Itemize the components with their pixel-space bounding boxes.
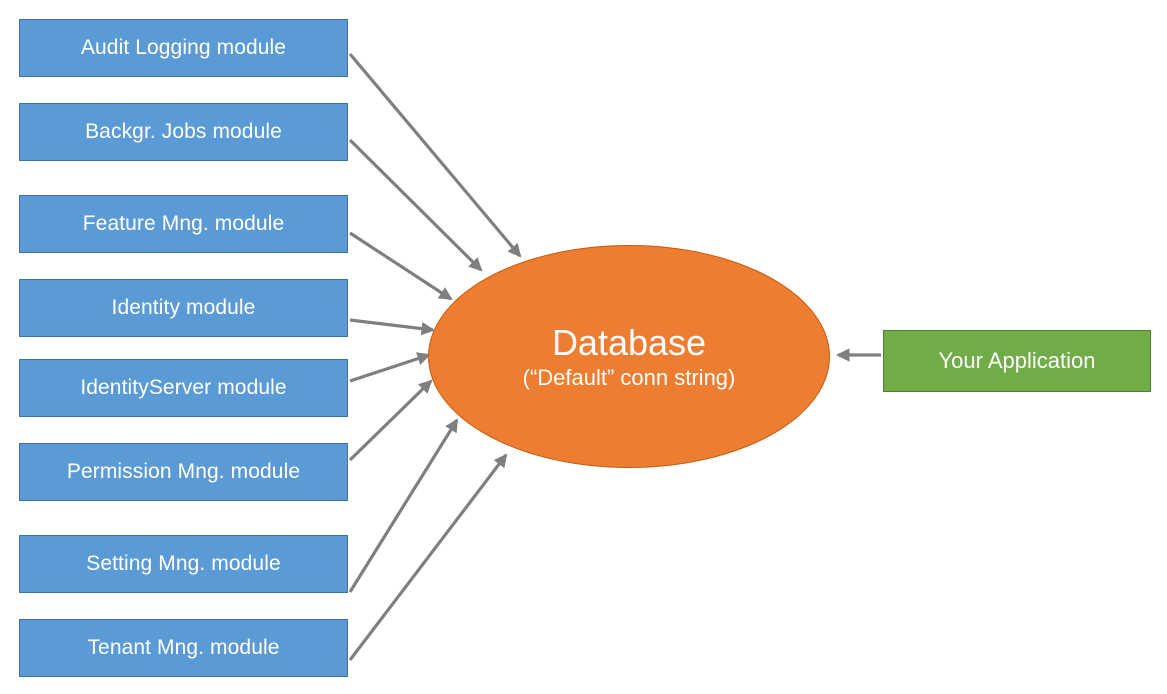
module-box-identityserver[interactable]: IdentityServer module: [19, 359, 348, 417]
module-label: IdentityServer module: [80, 376, 287, 400]
module-label: Tenant Mng. module: [87, 636, 280, 660]
database-title: Database: [551, 321, 707, 363]
module-label: Identity module: [111, 296, 256, 320]
module-label: Audit Logging module: [80, 36, 287, 60]
module-box-tenant-mng[interactable]: Tenant Mng. module: [19, 619, 348, 677]
database-subtitle: (“Default” conn string): [522, 365, 736, 390]
module-label: Setting Mng. module: [86, 552, 281, 576]
connector-identity-to-database: [349, 318, 435, 336]
connector-background-jobs-to-database: [348, 138, 483, 272]
module-box-audit-logging[interactable]: Audit Logging module: [19, 19, 348, 77]
module-box-identity[interactable]: Identity module: [19, 279, 348, 337]
connector-feature-mng-to-database: [349, 231, 453, 301]
module-label: Feature Mng. module: [82, 212, 285, 236]
connector-permission-mng-to-database: [348, 379, 433, 462]
module-box-feature-mng[interactable]: Feature Mng. module: [19, 195, 348, 253]
connector-audit-logging-to-database: [348, 52, 522, 258]
module-label: Backgr. Jobs module: [85, 120, 282, 144]
module-box-permission-mng[interactable]: Permission Mng. module: [19, 443, 348, 501]
application-label: Your Application: [938, 348, 1096, 373]
module-label: Permission Mng. module: [66, 460, 301, 484]
module-box-background-jobs[interactable]: Backgr. Jobs module: [19, 103, 348, 161]
module-box-setting-mng[interactable]: Setting Mng. module: [19, 535, 348, 593]
application-box[interactable]: Your Application: [883, 330, 1151, 392]
database-node[interactable]: Database (“Default” conn string): [428, 245, 830, 468]
connector-tenant-mng-to-database: [348, 453, 508, 661]
connector-setting-mng-to-database: [348, 418, 459, 593]
connector-identityserver-to-database: [349, 352, 431, 383]
